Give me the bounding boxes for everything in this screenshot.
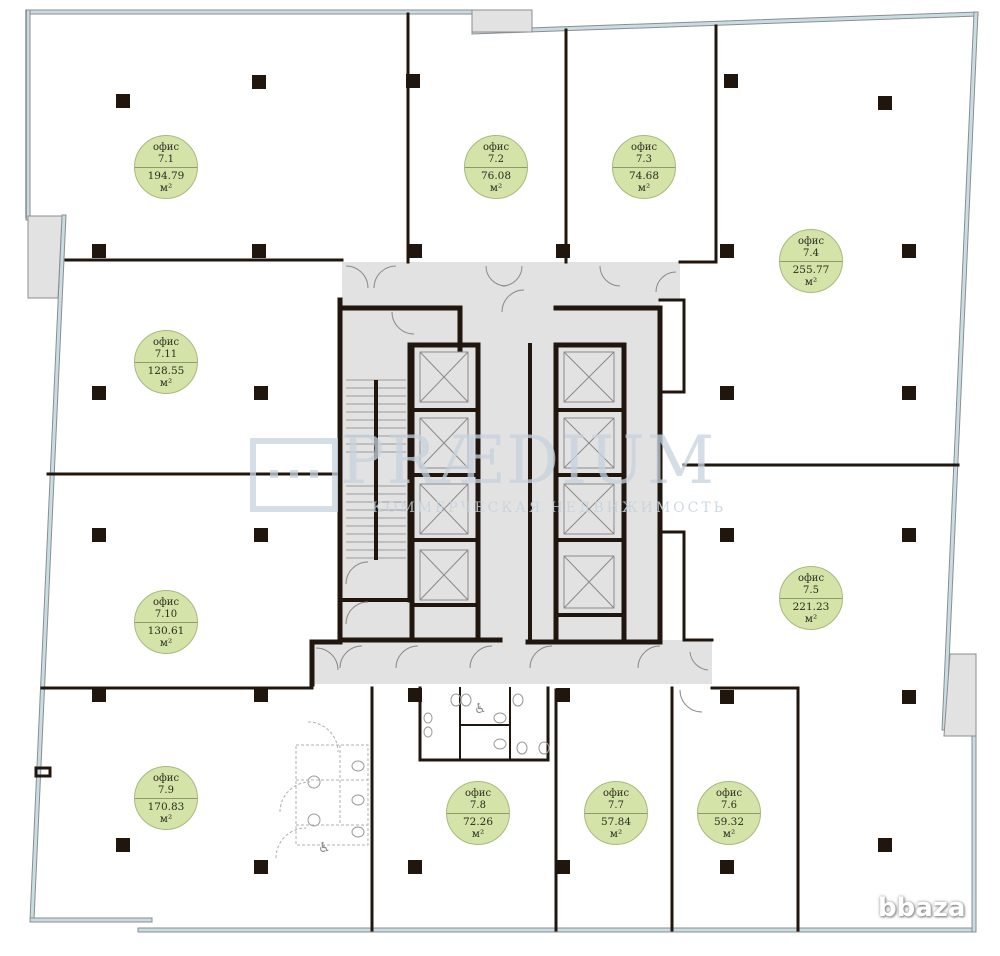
office-number: 7.6: [721, 800, 737, 811]
office-area: 59.32: [713, 816, 745, 828]
columns: [92, 74, 916, 874]
area-unit: м²: [722, 828, 736, 840]
office-area: 74.68: [628, 170, 660, 182]
future-wc-outline: [275, 721, 369, 859]
office-label: офис: [152, 142, 180, 153]
office-area: 194.79: [147, 170, 185, 182]
site-watermark: bbaza: [878, 893, 966, 923]
divider: [780, 598, 842, 599]
office-number: 7.3: [636, 154, 652, 165]
office-label: офис: [152, 773, 180, 784]
area-unit: м²: [804, 276, 818, 288]
balcony: [27, 9, 977, 737]
office-label: офис: [152, 597, 180, 608]
elevator-cars: [419, 351, 615, 609]
office-area: 76.08: [480, 170, 512, 182]
office-number: 7.11: [154, 349, 178, 360]
office-area: 221.23: [792, 601, 830, 613]
walls: [25, 9, 960, 932]
office-area: 170.83: [147, 801, 185, 813]
divider: [447, 813, 509, 814]
doors: [315, 265, 709, 713]
office-area: 72.26: [462, 816, 494, 828]
office-area: 130.61: [147, 625, 185, 637]
wheelchair-icons: ♿ ♿: [318, 701, 487, 856]
office-number: 7.4: [803, 248, 819, 259]
area-unit: м²: [159, 182, 173, 194]
area-unit: м²: [471, 828, 485, 840]
office-label: офис: [797, 236, 825, 247]
divider: [613, 167, 675, 168]
area-unit: м²: [489, 182, 503, 194]
divider: [135, 167, 197, 168]
office-number: 7.2: [488, 154, 504, 165]
wc-fixtures: [307, 693, 550, 838]
office-number: 7.9: [158, 785, 174, 796]
divider: [135, 362, 197, 363]
area-unit: м²: [159, 813, 173, 825]
office-area: 128.55: [147, 365, 185, 377]
watermark-title: PRÆDIUM: [340, 422, 717, 499]
office-label: офис: [797, 573, 825, 584]
divider: [135, 798, 197, 799]
office-label: офис: [152, 337, 180, 348]
svg-text:♿: ♿: [318, 840, 331, 856]
praedium-logo-icon: [250, 438, 338, 512]
office-label: офис: [482, 142, 510, 153]
area-unit: м²: [159, 377, 173, 389]
office-number: 7.7: [608, 800, 624, 811]
area-unit: м²: [637, 182, 651, 194]
office-label: офис: [464, 788, 492, 799]
divider: [585, 813, 647, 814]
office-area: 57.84: [600, 816, 632, 828]
divider: [698, 813, 760, 814]
divider: [135, 622, 197, 623]
divider: [465, 167, 527, 168]
area-unit: м²: [609, 828, 623, 840]
office-label: офис: [602, 788, 630, 799]
office-number: 7.8: [470, 800, 486, 811]
area-unit: м²: [804, 613, 818, 625]
office-number: 7.1: [158, 154, 174, 165]
office-area: 255.77: [792, 264, 830, 276]
office-number: 7.5: [803, 585, 819, 596]
divider: [780, 261, 842, 262]
staircase: [346, 379, 406, 560]
office-label: офис: [630, 142, 658, 153]
office-label: офис: [715, 788, 743, 799]
wall-marker: [34, 766, 52, 778]
watermark-subtitle: КОММЕРЧЕСКАЯ НЕДВИЖИМОСТЬ: [372, 500, 727, 516]
svg-text:♿: ♿: [474, 701, 487, 717]
office-number: 7.10: [154, 609, 178, 620]
facade-glazing: [25, 9, 979, 933]
area-unit: м²: [159, 637, 173, 649]
